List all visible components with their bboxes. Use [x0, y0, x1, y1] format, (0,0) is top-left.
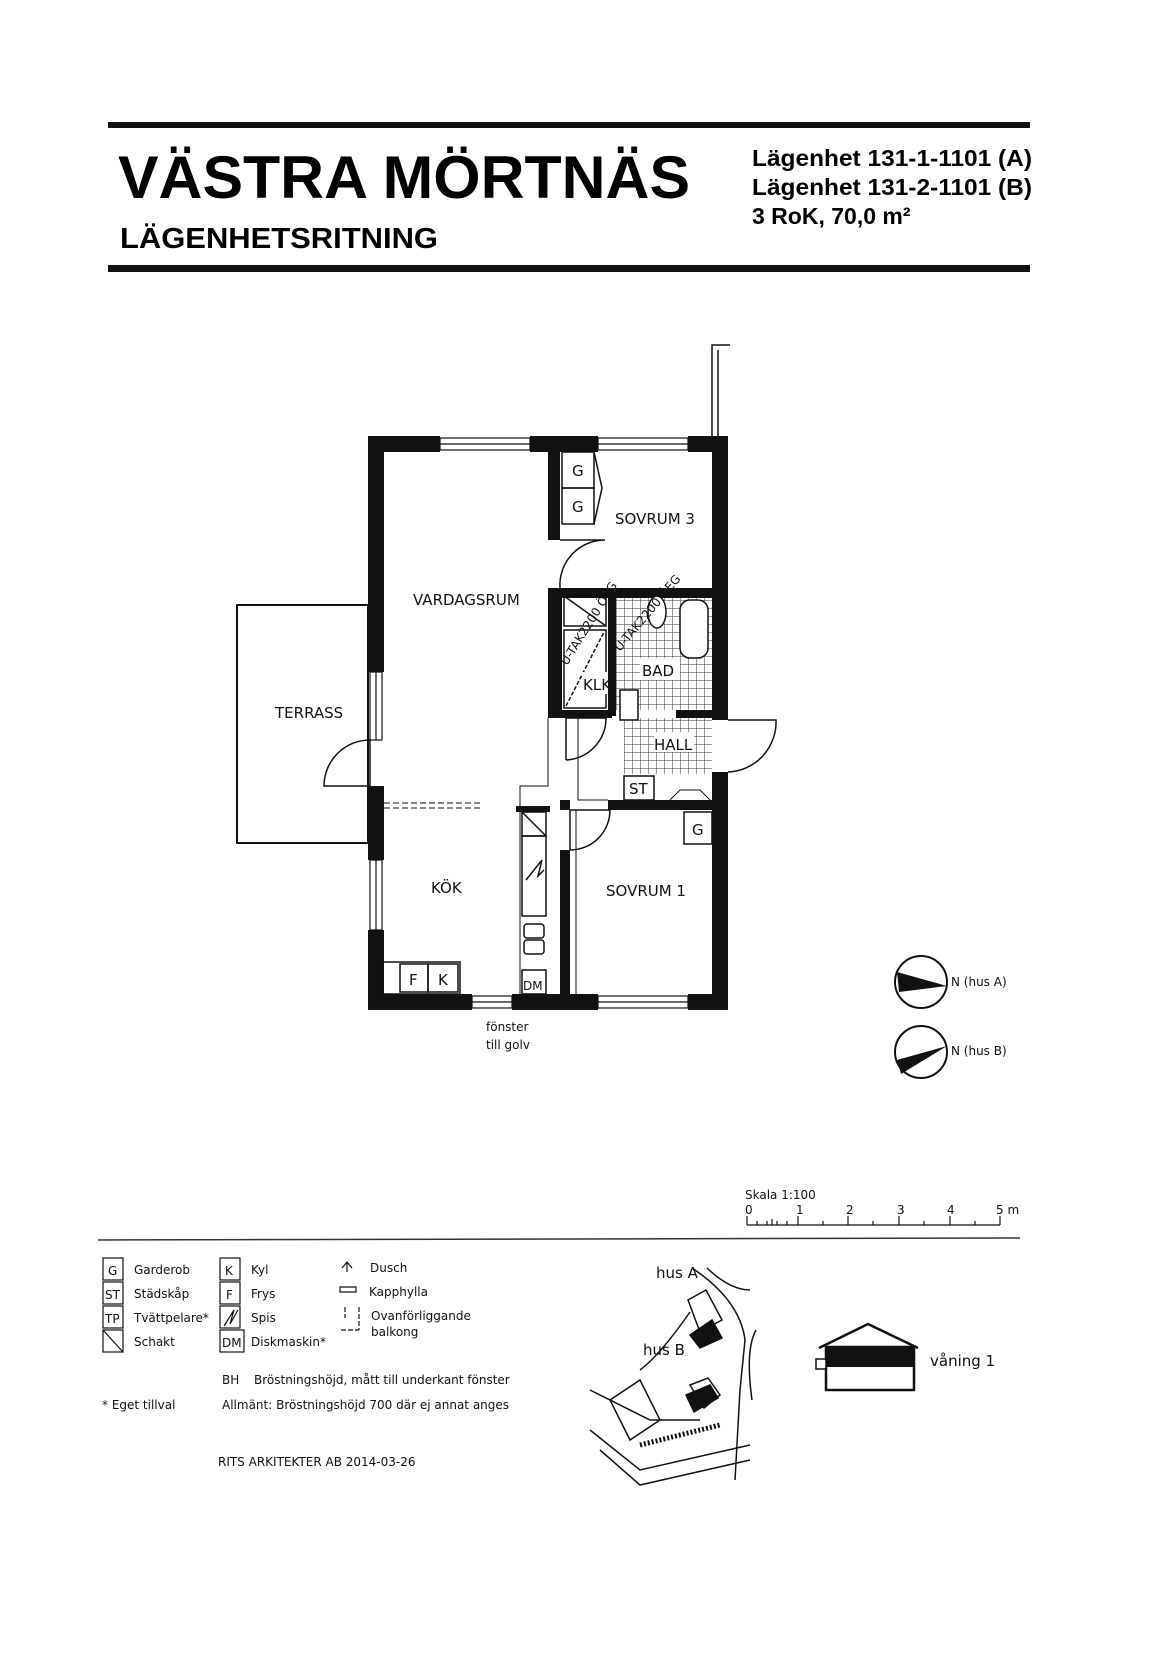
- svg-text:F: F: [226, 1288, 233, 1302]
- fridge-label: K: [438, 971, 449, 989]
- coat-rack-icon: [669, 789, 711, 801]
- north-arrow-hus-b: [894, 1025, 948, 1079]
- freezer-label: F: [409, 971, 418, 989]
- sink-icon: [619, 689, 639, 721]
- room-label-kok: KÖK: [431, 878, 463, 897]
- svg-text:Schakt: Schakt: [134, 1335, 175, 1349]
- room-label-hall: HALL: [654, 736, 693, 754]
- svg-text:Frys: Frys: [251, 1287, 275, 1301]
- cleaning-closet: [623, 775, 655, 801]
- window-note-line1: fönster: [486, 1020, 529, 1034]
- toilet-icon: [647, 595, 667, 629]
- svg-text:Städskåp: Städskåp: [134, 1287, 189, 1301]
- bathroom-fixtures: [619, 595, 709, 721]
- legend-codes: G ST TP K F DM: [104, 1264, 242, 1350]
- wardrobe-label-3: G: [692, 821, 704, 839]
- legend-texts: Garderob Städskåp Tvättpelare* Schakt Ky…: [102, 1261, 510, 1412]
- scale-tick-5: 5 m: [996, 1203, 1019, 1217]
- shower-icon: [679, 599, 709, 659]
- svg-text:K: K: [225, 1264, 234, 1278]
- floor-indicator-icon: [815, 1322, 919, 1392]
- scale-bar: [746, 1216, 1001, 1226]
- scale-tick-0: 0: [745, 1203, 753, 1217]
- architect-footer: RITS ARKITEKTER AB 2014-03-26: [218, 1455, 416, 1469]
- scale-tick-2: 2: [846, 1203, 854, 1217]
- apartment-b: Lägenhet 131-2-1101 (B): [752, 174, 1032, 200]
- doors: [323, 539, 777, 851]
- site-label-hus-a: hus A: [656, 1264, 699, 1282]
- wardrobe-label-2: G: [572, 498, 584, 516]
- svg-text:Diskmaskin*: Diskmaskin*: [251, 1335, 326, 1349]
- scale-label: Skala 1:100: [745, 1188, 816, 1202]
- project-title: VÄSTRA MÖRTNÄS: [118, 144, 690, 211]
- scale-tick-3: 3: [897, 1203, 905, 1217]
- legend-boxes: [102, 1257, 360, 1353]
- dishwasher-label: DM: [523, 979, 543, 993]
- room-label-vardagsrum: VARDAGSRUM: [413, 591, 520, 609]
- legend-divider: [97, 1237, 1021, 1241]
- svg-text:balkong: balkong: [371, 1325, 418, 1339]
- room-label-terrass: TERRASS: [274, 704, 343, 722]
- kitchen-fixtures: [379, 811, 547, 995]
- drawing-type: LÄGENHETSRITNING: [120, 222, 438, 255]
- svg-text:Kapphylla: Kapphylla: [369, 1285, 428, 1299]
- svg-text:* Eget tillval: * Eget tillval: [102, 1398, 175, 1412]
- header-bottom-rule: [108, 265, 1030, 272]
- svg-text:DM: DM: [222, 1336, 242, 1350]
- svg-text:Ovanförliggande: Ovanförliggande: [371, 1309, 471, 1323]
- klk-label-bg: [582, 672, 608, 694]
- north-arrow-hus-a: [894, 955, 948, 1009]
- svg-text:Dusch: Dusch: [370, 1261, 407, 1275]
- svg-text:Bröstningshöjd, mått till unde: Bröstningshöjd, mått till underkant föns…: [254, 1373, 510, 1387]
- scale-tick-1: 1: [796, 1203, 804, 1217]
- room-label-klk: KLK: [583, 676, 612, 694]
- windows: [369, 437, 689, 1009]
- svg-text:BH: BH: [222, 1373, 239, 1387]
- wardrobe-sovrum1: [683, 811, 713, 845]
- site-label-hus-b: hus B: [643, 1341, 685, 1359]
- bath-label-bg: [640, 658, 680, 680]
- terrace-outline: [236, 604, 369, 844]
- svg-text:Allmänt: Bröstningshöjd 700 dä: Allmänt: Bröstningshöjd 700 där ej annat…: [222, 1398, 509, 1412]
- window-note-line2: till golv: [486, 1038, 530, 1052]
- svg-text:TP: TP: [104, 1312, 120, 1326]
- balcony-above-outline: [711, 344, 730, 436]
- north-label-b: N (hus B): [951, 1044, 1007, 1058]
- north-label-a: N (hus A): [951, 975, 1007, 989]
- wardrobes-sovrum3: [561, 451, 603, 525]
- scale-ticks: 0 1 2 3 4 5 m: [745, 1203, 1019, 1217]
- room-label-sovrum1: SOVRUM 1: [606, 882, 686, 900]
- svg-text:ST: ST: [105, 1288, 121, 1302]
- klk-shaft: [563, 595, 607, 709]
- svg-text:Kyl: Kyl: [251, 1263, 268, 1277]
- site-map: [589, 1267, 757, 1486]
- header-top-rule: [108, 122, 1030, 128]
- room-label-bad: BAD: [642, 662, 674, 680]
- wardrobe-label-1: G: [572, 462, 584, 480]
- svg-text:Garderob: Garderob: [134, 1263, 190, 1277]
- floor-label: våning 1: [930, 1352, 995, 1370]
- kitchen-divider: [384, 716, 608, 994]
- scale-tick-4: 4: [947, 1203, 955, 1217]
- svg-text:Spis: Spis: [251, 1311, 276, 1325]
- svg-text:Tvättpelare*: Tvättpelare*: [133, 1311, 209, 1325]
- apartment-a: Lägenhet 131-1-1101 (A): [752, 145, 1032, 171]
- apartment-size: 3 RoK, 70,0 m²: [752, 203, 911, 229]
- walls: [368, 436, 728, 1010]
- st-label: ST: [629, 780, 649, 798]
- stove-icon: [521, 835, 547, 917]
- room-label-sovrum3: SOVRUM 3: [615, 510, 695, 528]
- hall-label-bg: [654, 732, 694, 752]
- svg-text:G: G: [108, 1264, 117, 1278]
